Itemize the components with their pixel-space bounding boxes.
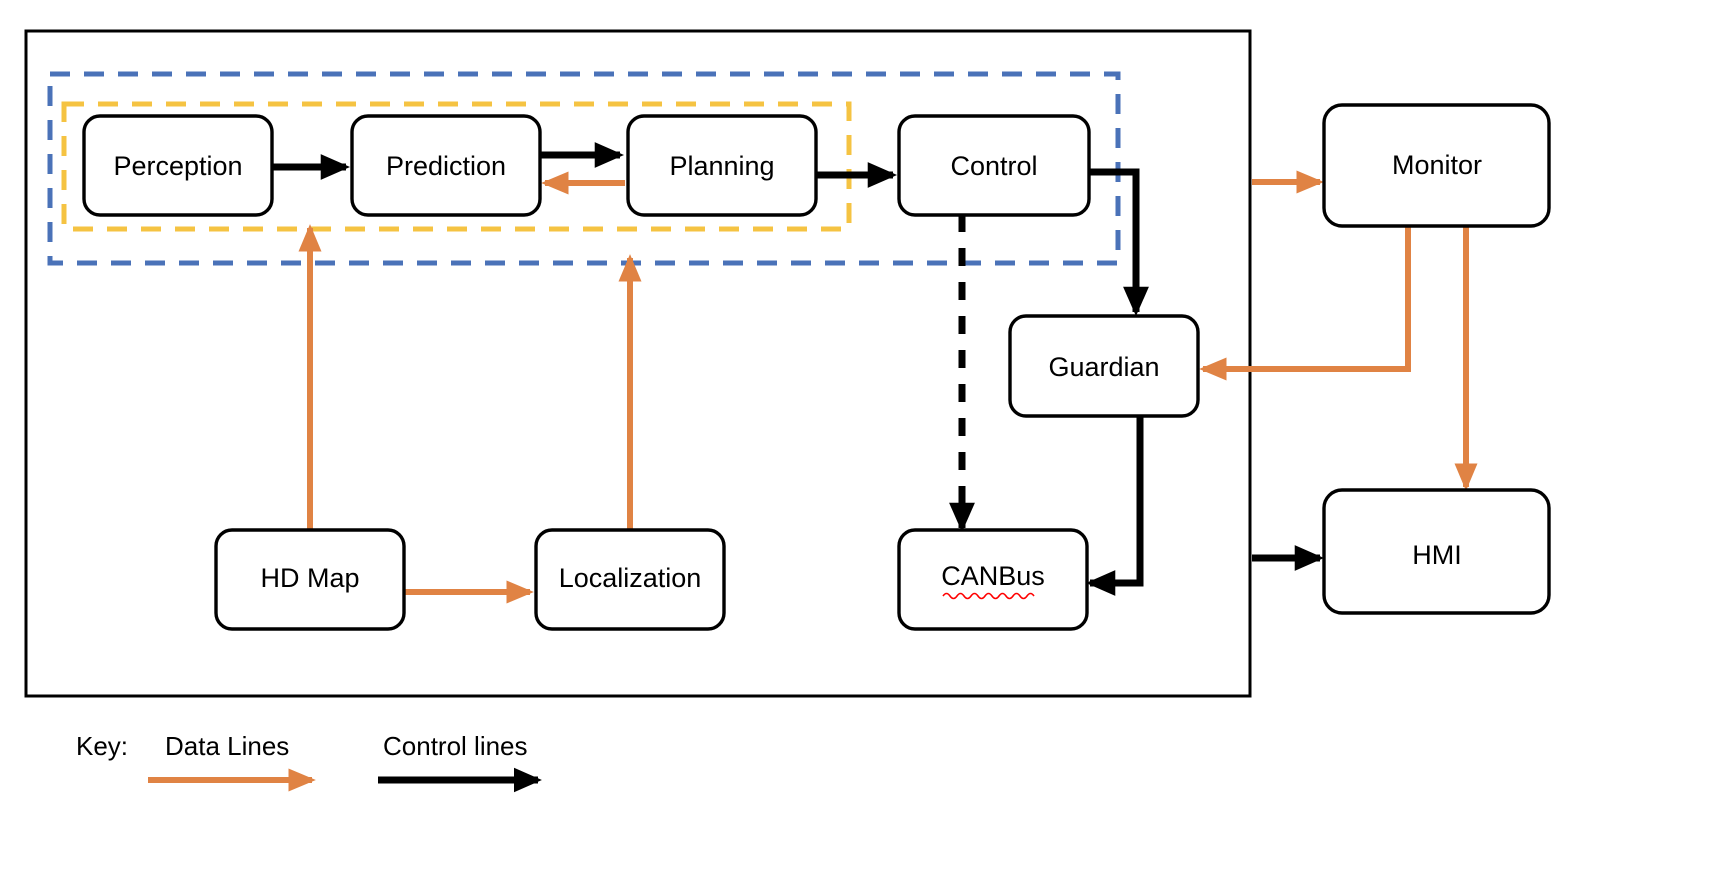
- node-control-box[interactable]: [897, 114, 1091, 217]
- node-localization[interactable]: Localization: [534, 528, 726, 631]
- node-control[interactable]: Control: [897, 114, 1091, 217]
- group-inner-dashed-box: [61, 101, 852, 232]
- edge-monitor-to-guardian-data: [1199, 226, 1411, 381]
- node-canbus[interactable]: CANBus: [897, 528, 1089, 631]
- node-monitor-label: Monitor: [1392, 150, 1482, 180]
- system-boundary-frame: [24, 29, 1252, 698]
- node-prediction-box[interactable]: [350, 114, 542, 217]
- node-hmi-label: HMI: [1412, 540, 1462, 570]
- node-perception[interactable]: Perception: [82, 114, 274, 217]
- node-planning-box[interactable]: [626, 114, 818, 217]
- node-planning[interactable]: Planning: [626, 114, 818, 217]
- node-guardian[interactable]: Guardian: [1008, 314, 1200, 418]
- node-hd-map-box[interactable]: [214, 528, 406, 631]
- node-canbus-box[interactable]: [897, 528, 1089, 631]
- node-control-label: Control: [950, 151, 1037, 181]
- node-prediction-label: Prediction: [386, 151, 506, 181]
- node-perception-label: Perception: [113, 151, 242, 181]
- node-hmi[interactable]: HMI: [1322, 488, 1551, 615]
- node-perception-box[interactable]: [82, 114, 274, 217]
- node-prediction[interactable]: Prediction: [350, 114, 542, 217]
- node-localization-box[interactable]: [534, 528, 726, 631]
- node-canbus-label: CANBus: [941, 561, 1045, 591]
- legend-label-data-lines: Data Lines: [165, 731, 289, 761]
- spellcheck-squiggle-underline: [942, 592, 1035, 600]
- node-planning-label: Planning: [669, 151, 774, 181]
- node-hd-map-label: HD Map: [260, 563, 359, 593]
- node-hd-map[interactable]: HD Map: [214, 528, 406, 631]
- edge-control-to-guardian: [1090, 168, 1149, 317]
- legend-title: Key:: [76, 731, 128, 761]
- edge-guardian-to-canbus: [1085, 416, 1144, 596]
- node-guardian-label: Guardian: [1048, 352, 1159, 382]
- node-localization-label: Localization: [559, 563, 702, 593]
- node-hmi-box[interactable]: [1322, 488, 1551, 615]
- legend-label-control-lines: Control lines: [383, 731, 528, 761]
- node-monitor[interactable]: Monitor: [1322, 103, 1551, 228]
- node-guardian-box[interactable]: [1008, 314, 1200, 418]
- node-monitor-box[interactable]: [1322, 103, 1551, 228]
- legend: Key: Data Lines Control lines: [76, 731, 542, 793]
